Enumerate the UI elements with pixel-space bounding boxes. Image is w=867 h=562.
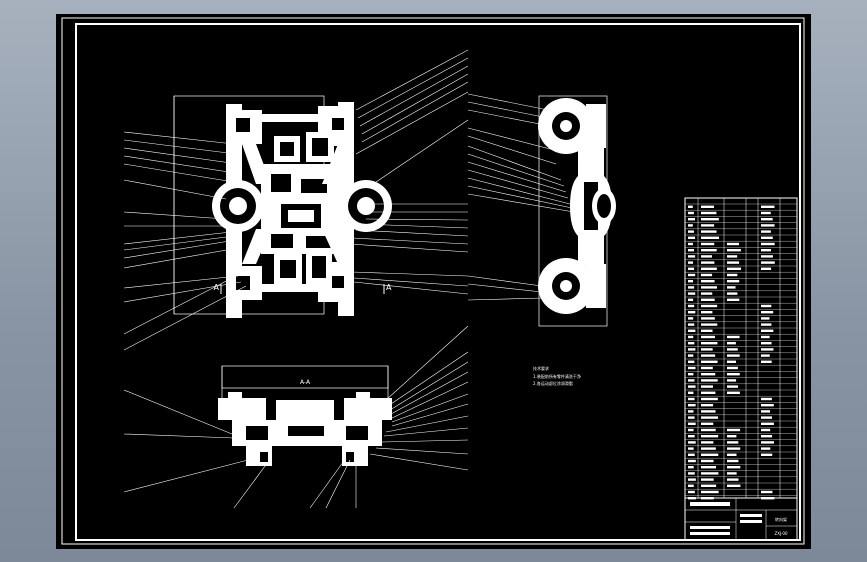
side-leaders: [467, 93, 575, 301]
plan-left-leaders: [123, 131, 247, 351]
parts-list: [684, 197, 798, 500]
title-block: [684, 497, 798, 541]
plan-right-leaders: [349, 49, 469, 295]
section-mark-left: A: [214, 283, 220, 292]
tech-note-line-1: 1.装配前所有零件清洗干净: [533, 373, 581, 379]
section-view: [218, 365, 392, 466]
section-mark-right: A: [386, 283, 392, 292]
section-leaders: [123, 325, 469, 509]
drawing-name: 转向架: [775, 516, 787, 522]
tech-note-heading: 技术要求: [533, 365, 549, 371]
drawing-code: ZXJ-00: [774, 531, 788, 536]
cad-drawing: A A: [61, 17, 805, 545]
side-view: [538, 95, 616, 327]
section-view-title: A-A: [300, 379, 311, 386]
tech-note-line-2: 2.各运动部位涂润滑脂: [533, 380, 573, 386]
plan-view: [173, 95, 392, 318]
outer-border: [61, 17, 805, 545]
drawing-sheet: A A: [56, 14, 811, 549]
inner-border: [75, 23, 801, 541]
